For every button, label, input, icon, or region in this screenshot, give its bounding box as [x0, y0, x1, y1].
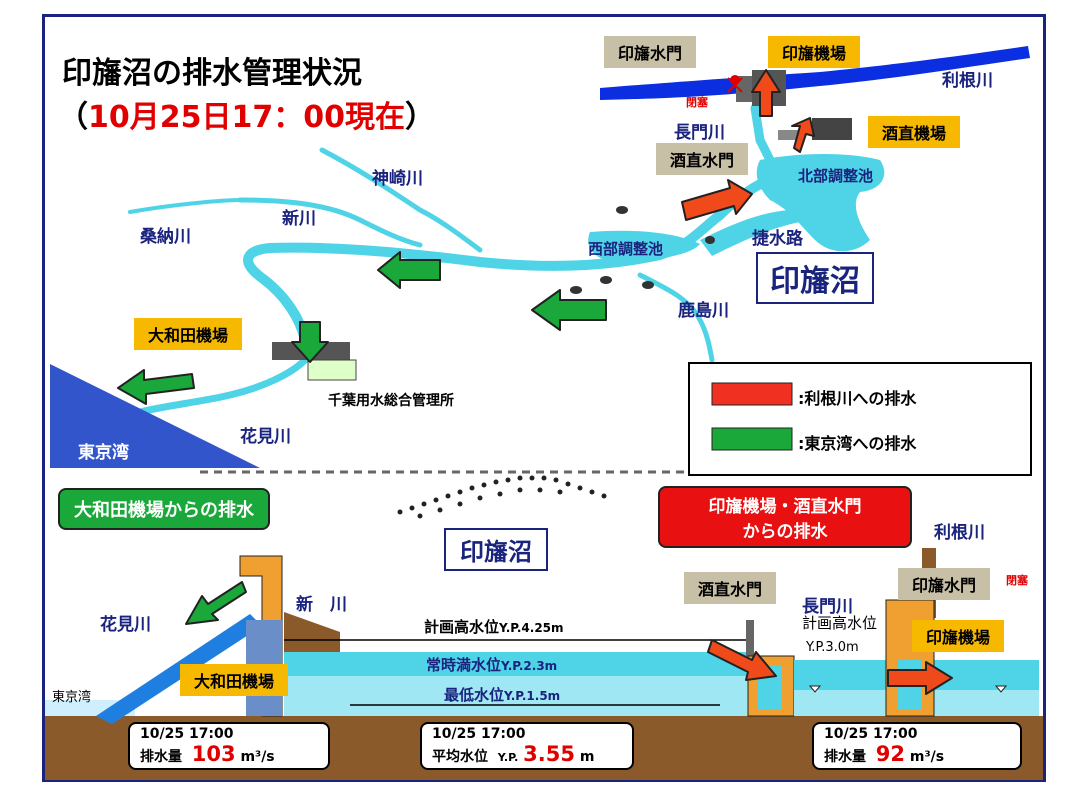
section-yp-30: Y.P.3.0m [806, 640, 859, 655]
arrow-green-down [291, 321, 329, 363]
readout-center-unit: m [579, 749, 595, 765]
minimum-label: 最低水位 [444, 686, 505, 704]
water-level-minimum: 最低水位Y.P.1.5m [444, 684, 560, 705]
kashima-river [637, 272, 715, 363]
label-tone-river: 利根川 [942, 71, 993, 91]
shin-river-upper [237, 197, 423, 248]
sakanao-pump-structure [812, 118, 852, 140]
river-network [128, 103, 805, 416]
legend-green-text: :東京湾への排水 [798, 434, 917, 453]
label-shousui-ro: 捷水路 [752, 229, 803, 249]
plan-high-label: 計画高水位 [424, 618, 500, 636]
arrow-green-bay [117, 369, 195, 405]
section-owada-kijou: 大和田機場 [180, 664, 289, 696]
hokubu-pond [756, 154, 885, 252]
section-shin-river: 新 川 [296, 595, 347, 615]
map-arrows [117, 69, 815, 405]
water-level-plan-high: 計画高水位Y.P.4.25m [424, 616, 564, 637]
kanzaki-river [319, 147, 483, 253]
readout-center-time: 10/25 17:00 [432, 726, 526, 742]
normal-full-label: 常時満水位 [426, 656, 502, 674]
label-inba-kijou: 印旛機場 [768, 36, 861, 68]
label-nagato-river: 長門川 [674, 123, 725, 143]
readout-center-value: 3.55 [523, 742, 575, 766]
readout-left-time: 10/25 17:00 [140, 726, 234, 742]
label-chiba-kanri: 千葉用水総合管理所 [328, 393, 454, 409]
readout-right-unit: m³/s [909, 749, 945, 765]
readout-right-time: 10/25 17:00 [824, 726, 918, 742]
normal-full-value: Y.P.2.3m [501, 659, 558, 673]
readout-right: 10/25 17:00 排水量 92 m³/s [812, 722, 1022, 770]
arrow-green-2 [531, 289, 607, 331]
readout-center: 10/25 17:00 平均水位 Y.P. 3.55 m [420, 722, 634, 770]
label-inbanuma-map: 印旛沼 [756, 252, 874, 304]
arrow-red-inba-section [887, 661, 953, 695]
arrow-red-sakanao [791, 117, 815, 153]
section-arrows [185, 581, 953, 695]
label-hanami-river: 花見川 [240, 427, 291, 447]
section-nagato-river: 長門川 [802, 597, 853, 617]
label-kuwanou-river: 桑納川 [140, 227, 191, 247]
owada-drain-heading: 大和田機場からの排水 [58, 488, 270, 530]
arrow-red-sakanao-section [707, 639, 777, 681]
minimum-value: Y.P.1.5m [504, 689, 561, 703]
arrow-green-1 [377, 251, 441, 289]
tone-river [600, 46, 1030, 100]
dotted-arc [397, 475, 607, 519]
inba-drain-line2: からの排水 [742, 522, 828, 542]
readout-left: 10/25 17:00 排水量 103 m³/s [128, 722, 330, 770]
water-level-normal-full: 常時満水位Y.P.2.3m [426, 654, 557, 675]
section-inba-kijou: 印旛機場 [912, 620, 1005, 652]
section-inba-suimon: 印旛水門 [898, 568, 991, 600]
label-sakanao-kijou: 酒直機場 [868, 116, 961, 148]
label-shin-river: 新川 [282, 209, 316, 229]
label-owada-kijou: 大和田機場 [134, 318, 243, 350]
arrow-red-hokubu [681, 179, 753, 221]
section-tokyo-bay: 東京湾 [52, 690, 92, 705]
shin-river-main [243, 163, 805, 345]
label-heisa-map: 閉塞 [686, 96, 708, 109]
label-inba-suimon: 印旛水門 [604, 36, 697, 68]
label-tokyo-bay: 東京湾 [78, 443, 129, 463]
readout-left-unit: m³/s [240, 749, 275, 765]
section-plan-high-water-right: 計画高水位 [802, 614, 878, 632]
arrow-red-up-inba [751, 69, 781, 117]
page-title: 印旛沼の排水管理状況 [62, 56, 362, 91]
tokyo-bay [50, 364, 260, 468]
map-dots [570, 206, 715, 294]
label-seibu-pond: 西部調整池 [588, 240, 664, 258]
west-pond [588, 230, 700, 262]
kuwanou-river [128, 198, 242, 214]
nagato-river [750, 103, 775, 165]
legend-box [688, 362, 1032, 476]
label-sakanao-suimon: 酒直水門 [656, 143, 749, 175]
diagram-frame [42, 14, 1046, 782]
readout-center-prefix: Y.P. [497, 751, 519, 764]
section-hanami-river: 花見川 [100, 615, 151, 635]
section-heisa: 閉塞 [1006, 574, 1028, 587]
plan-high-value: Y.P.4.25m [499, 621, 564, 635]
shousui-channel [700, 210, 800, 256]
page-subtitle: （10月25日17：00現在） [58, 100, 435, 135]
readout-left-label: 排水量 [140, 749, 182, 765]
arrow-green-hanami [185, 581, 247, 625]
readout-center-label: 平均水位 [432, 749, 488, 765]
section-tone-river: 利根川 [934, 523, 985, 543]
label-kashima-river: 鹿島川 [678, 301, 729, 321]
inba-drain-line1: 印旛機場・酒直水門 [708, 497, 862, 517]
readout-right-label: 排水量 [824, 749, 866, 765]
section-sakanao-suimon: 酒直水門 [684, 572, 777, 604]
section-inbanuma: 印旛沼 [444, 528, 548, 571]
hanami-river [136, 356, 309, 416]
legend-red-text: :利根川への排水 [798, 389, 917, 408]
inba-drain-heading: 印旛機場・酒直水門 からの排水 [658, 486, 912, 548]
label-hokubu-pond: 北部調整池 [798, 167, 874, 185]
label-kanzaki-river: 神崎川 [372, 169, 423, 189]
readout-left-value: 103 [191, 742, 236, 766]
readout-right-value: 92 [875, 742, 905, 766]
hanami-slope [96, 614, 262, 724]
